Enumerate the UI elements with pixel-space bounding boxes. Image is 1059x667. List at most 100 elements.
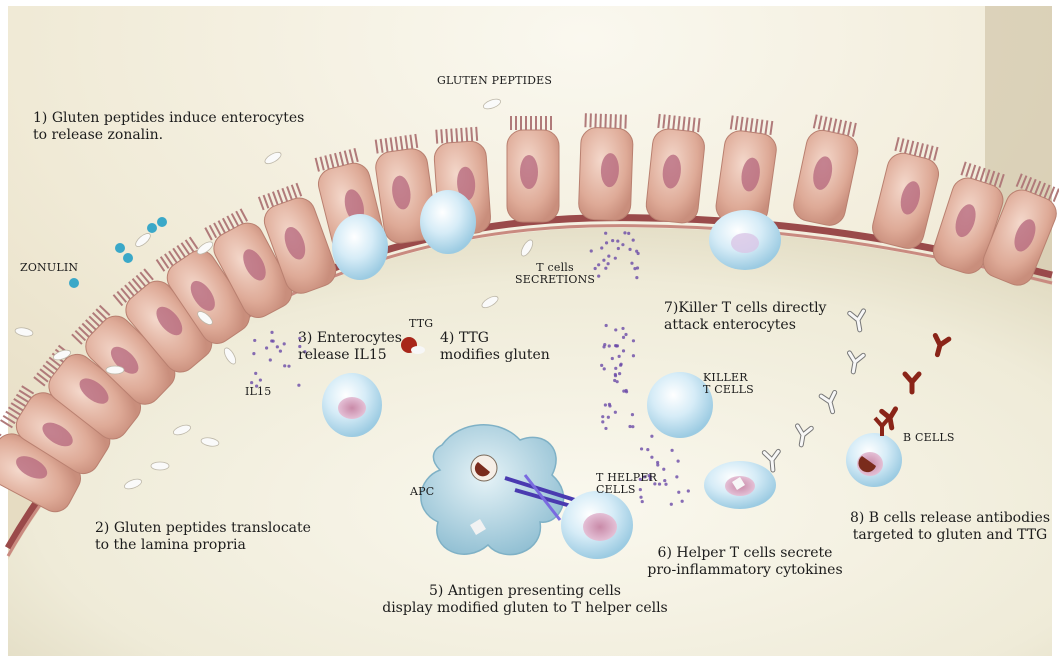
cytokine-dot (276, 345, 279, 348)
cytokine-dot (622, 336, 625, 339)
cytokine-dot (632, 354, 635, 357)
cytokine-dot (670, 503, 673, 506)
cytokine-dot (600, 364, 603, 367)
cytokine-dot (269, 358, 272, 361)
cytokine-dot (287, 365, 290, 368)
cytokine-dot (630, 262, 633, 265)
cytokine-dot (605, 241, 608, 244)
cytokine-dot (614, 411, 617, 414)
cytokine-dot (603, 343, 606, 346)
cytokine-dot (252, 352, 255, 355)
cytokine-dot (675, 475, 678, 478)
cytokine-dot (611, 357, 614, 360)
cytokine-dot (681, 500, 684, 503)
cytokine-dot (628, 425, 631, 428)
t-cell-secretions-label: T cells SECRETIONS (515, 262, 595, 286)
cytokine-dot (627, 232, 630, 235)
cytokine-dot (601, 415, 604, 418)
cytokine-dot (608, 403, 611, 406)
cytokine-dot (623, 231, 626, 234)
cytokine-dot (637, 252, 640, 255)
activated-t-cell (704, 461, 776, 509)
cytokine-dot (250, 381, 253, 384)
cytokine-dot (604, 403, 607, 406)
cytokine-dot (663, 479, 666, 482)
cytokine-dot (253, 339, 256, 342)
cytokine-dot (640, 447, 643, 450)
cytokine-dot (614, 257, 617, 260)
cytokine-dot (624, 333, 627, 336)
cytokine-dot (633, 267, 636, 270)
apc-label: APC (410, 486, 434, 498)
cytokine-dot (631, 413, 634, 416)
cytokine-dot (614, 373, 617, 376)
step-7-label: 7)Killer T cells directly attack enteroc… (664, 300, 826, 334)
cytokine-dot (601, 420, 604, 423)
cytokine-dot (297, 384, 300, 387)
cytokine-dot (616, 239, 619, 242)
cytokine-dot (641, 500, 644, 503)
cytokine-dot (607, 255, 610, 258)
step-8-label: 8) B cells release antibodies targeted t… (835, 510, 1059, 544)
cytokine-dot (603, 367, 606, 370)
cytokine-dot (283, 342, 286, 345)
step-1-label: 1) Gluten peptides induce enterocytes to… (33, 110, 304, 144)
cytokine-dot (625, 389, 628, 392)
cytokine-dot (614, 367, 617, 370)
step-2-label: 2) Gluten peptides translocate to the la… (95, 520, 311, 554)
cytokine-dot (639, 496, 642, 499)
b-cells-label: B CELLS (903, 432, 955, 444)
cytokine-dot (650, 456, 653, 459)
cytokine-dot (621, 327, 624, 330)
killer-t-cells-label: KILLER T CELLS (703, 372, 754, 396)
cytokine-dot (620, 363, 623, 366)
ttg-label: TTG (409, 318, 433, 330)
cytokine-dot (635, 276, 638, 279)
cytokine-dot (607, 416, 610, 419)
cytokine-dot (677, 460, 680, 463)
cytokine-dot (632, 339, 635, 342)
cytokine-dot (604, 267, 607, 270)
step-6-label: 6) Helper T cells secrete pro-inflammato… (630, 545, 860, 579)
cytokine-dot (617, 247, 620, 250)
cytokine-dot (283, 364, 286, 367)
t-helper-cell (561, 491, 633, 559)
cytokine-dot (270, 331, 273, 334)
cytokine-dot (662, 468, 665, 471)
cytokine-dot (687, 489, 690, 492)
cytokine-dot (614, 328, 617, 331)
step-3-label: 3) Enterocytes release IL15 (298, 330, 402, 364)
enterocyte (507, 116, 559, 222)
cytokine-dot (590, 249, 593, 252)
cytokine-dot (615, 344, 618, 347)
cytokine-dot (618, 372, 621, 375)
cytokine-dot (608, 344, 611, 347)
cytokine-dot (597, 263, 600, 266)
gluten-peptide (151, 462, 169, 470)
cytokine-dot (631, 425, 634, 428)
il15-label: IL15 (245, 386, 271, 398)
t-helper-cells-label: T HELPER CELLS (596, 472, 657, 496)
cytokine-dot (656, 461, 659, 464)
cytokine-dot (646, 448, 649, 451)
lamina-t-cell (322, 373, 382, 437)
cytokine-dot (604, 427, 607, 430)
cytokine-dot (265, 346, 268, 349)
cytokine-dot (658, 482, 661, 485)
cytokine-dot (604, 232, 607, 235)
cytokine-dot (272, 340, 275, 343)
step-4-label: 4) TTG modifies gluten (440, 330, 550, 364)
cytokine-dot (622, 349, 625, 352)
cytokine-dot (602, 259, 605, 262)
cytokine-dot (670, 449, 673, 452)
cytokine-dot (254, 372, 257, 375)
cytokine-dot (677, 491, 680, 494)
cytokine-dot (650, 435, 653, 438)
cytokine-dot (279, 350, 282, 353)
cytokine-dot (613, 379, 616, 382)
cytokine-dot (607, 262, 610, 265)
cytokine-dot (605, 324, 608, 327)
cytokine-dot (621, 243, 624, 246)
gluten-peptide (106, 366, 124, 374)
